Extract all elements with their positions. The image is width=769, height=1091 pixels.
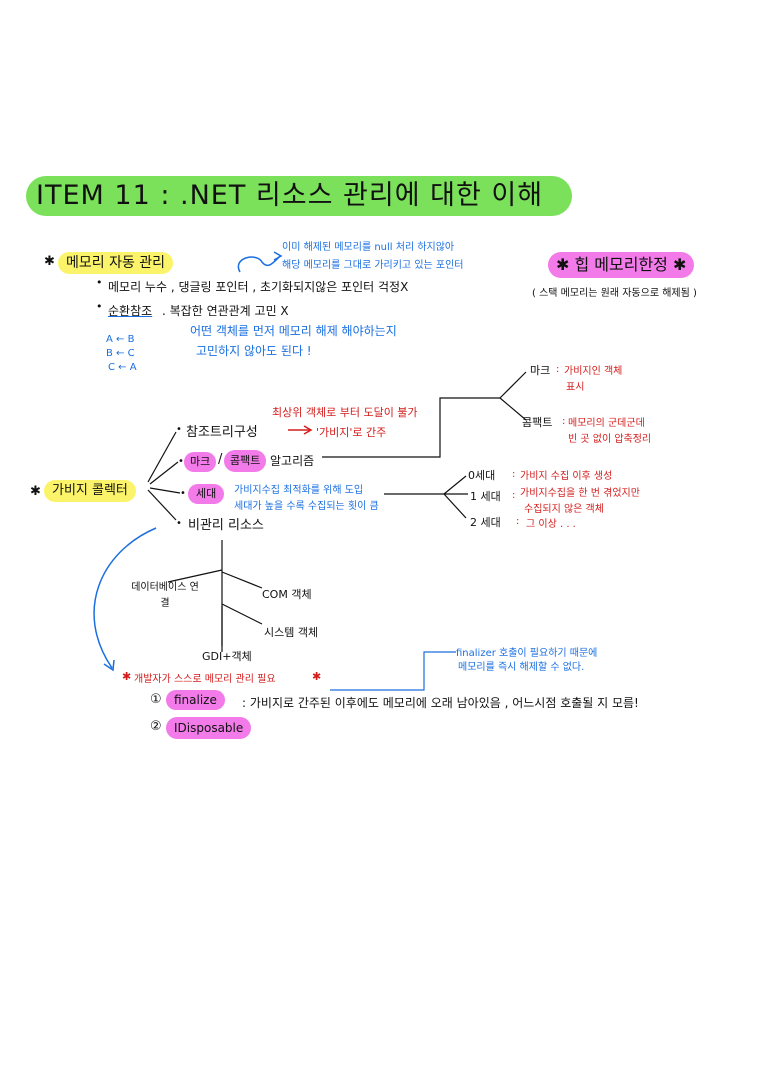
cycle-note-line2: 고민하지 않아도 된다 ! bbox=[196, 344, 312, 358]
compact-colon: : bbox=[562, 416, 566, 427]
generation-split bbox=[443, 475, 468, 519]
compact-label: 콤팩트 bbox=[522, 416, 553, 429]
compact-tag: 콤팩트 bbox=[224, 450, 267, 472]
null-note-line2: 해당 메모리를 그대로 가리키고 있는 포인터 bbox=[282, 260, 464, 271]
mark-desc-line1: 가비지인 객체 bbox=[564, 366, 623, 377]
mark-tag: 마크 bbox=[184, 452, 217, 472]
gen1-label: 1 세대 bbox=[470, 490, 501, 503]
null-note-line1: 이미 해제된 메모리를 null 처리 하지않아 bbox=[282, 242, 455, 253]
memory-auto-heading: 메모리 자동 관리 bbox=[58, 252, 174, 274]
item2-number: ② bbox=[150, 719, 162, 734]
ref-tree-note: 최상위 객체로 부터 도달이 불가 bbox=[272, 406, 418, 419]
gen2-label: 2 세대 bbox=[470, 516, 501, 529]
star-icon: ✱ bbox=[44, 254, 55, 269]
compact-desc-line2: 빈 곳 없이 압축정리 bbox=[568, 434, 652, 445]
memory-bullet-2: . 복잡한 연관관계 고민 X bbox=[162, 304, 289, 318]
heap-heading-box: ✱ 힙 메모리한정 ✱ bbox=[548, 252, 695, 278]
star-icon: ✱ bbox=[673, 255, 687, 274]
bullet-dot: • bbox=[176, 518, 182, 529]
star-icon: ✱ bbox=[30, 484, 41, 499]
developer-curve-arrow bbox=[93, 527, 157, 669]
unmanaged-label: 비관리 리소스 bbox=[188, 518, 264, 533]
star-icon: ✱ bbox=[556, 255, 570, 274]
star-icon: ✱ bbox=[312, 670, 322, 683]
generation-tag: 세대 bbox=[188, 484, 225, 504]
gen0-colon: : bbox=[512, 469, 516, 480]
mark-compact-line bbox=[322, 397, 500, 458]
idisposable-tag: IDisposable bbox=[166, 717, 252, 739]
ref-tree-label: 참조트리구성 bbox=[186, 425, 258, 440]
developer-arrow-head bbox=[103, 659, 115, 672]
mark-compact-split bbox=[499, 371, 527, 421]
gc-label: 가비지 콜렉터 bbox=[44, 480, 136, 502]
mark-label: 마크 bbox=[530, 364, 551, 377]
bullet-dot: • bbox=[180, 488, 186, 499]
cycle-line-3: C ← A bbox=[108, 362, 137, 373]
ref-tree-arrow-head bbox=[303, 425, 313, 435]
gen2-colon: : bbox=[516, 516, 520, 527]
finalize-tag: finalize bbox=[166, 690, 225, 710]
curved-note-arrow-head bbox=[273, 251, 283, 261]
developer-heading: 개발자가 스스로 메모리 관리 필요 bbox=[134, 674, 276, 685]
heap-note: ( 스택 메모리는 원래 자동으로 해제됨 ) bbox=[532, 288, 697, 299]
gc-branch-line-3 bbox=[149, 487, 181, 494]
gen1-colon: : bbox=[512, 490, 516, 501]
gen1-desc-line2: 수집되지 않은 객체 bbox=[524, 504, 604, 515]
gen1-desc-line1: 가비지수집을 한 번 겪었지만 bbox=[520, 488, 640, 499]
gc-branch-line-4 bbox=[147, 489, 177, 521]
compact-desc-line1: 메모리의 군데군데 bbox=[568, 418, 645, 429]
bullet-dot: • bbox=[176, 424, 182, 435]
memory-bullet-1: 메모리 누수 , 댕글링 포인터 , 초기화되지않은 포인터 걱정X bbox=[108, 280, 409, 294]
finalize-desc: : 가비지로 간주된 이후에도 메모리에 오래 남아있음 , 어느시점 호출될 … bbox=[242, 696, 639, 710]
bullet-dot: • bbox=[96, 300, 103, 313]
cycle-line-2: B ← C bbox=[106, 348, 135, 359]
curved-note-arrow bbox=[237, 255, 281, 273]
item1-number: ① bbox=[150, 692, 162, 707]
mark-colon: : bbox=[556, 364, 560, 375]
heap-heading: 힙 메모리한정 bbox=[574, 255, 668, 274]
cycle-ref-label: 순환참조 bbox=[108, 304, 153, 318]
bullet-dot: • bbox=[96, 276, 103, 289]
gen0-label: 0세대 bbox=[468, 469, 496, 482]
unmanaged-system-object: 시스템 객체 bbox=[264, 626, 319, 639]
finalize-note-line1: finalizer 호출이 필요하기 때문에 bbox=[456, 648, 598, 659]
generation-note-line1: 가비지수집 최적화를 위해 도입 bbox=[234, 485, 364, 496]
gen2-desc: 그 이상 . . . bbox=[526, 519, 576, 530]
finalize-note-line bbox=[330, 651, 456, 691]
ref-tree-result: '가비지'로 간주 bbox=[316, 426, 387, 439]
unmanaged-com-object: COM 객체 bbox=[262, 588, 312, 601]
bullet-dot: • bbox=[178, 456, 184, 467]
gc-branch-line-1 bbox=[147, 431, 177, 483]
finalize-note-line2: 메모리를 즉시 해제할 수 없다. bbox=[458, 662, 585, 673]
mark-desc-line2: 표시 bbox=[566, 382, 585, 393]
star-icon: ✱ bbox=[122, 670, 132, 683]
mark-compact-sep: / bbox=[218, 452, 223, 467]
cycle-line-1: A ← B bbox=[106, 334, 135, 345]
unmanaged-gdi-object: GDI+객체 bbox=[202, 650, 252, 663]
gen0-desc: 가비지 수집 이후 생성 bbox=[520, 471, 613, 482]
unmanaged-branches bbox=[167, 569, 263, 646]
generation-note-line2: 세대가 높을 수록 수집되는 횟이 큼 bbox=[234, 501, 379, 512]
algorithm-label: 알고리즘 bbox=[270, 454, 315, 468]
cycle-note-line1: 어떤 객체를 먼저 메모리 해제 해야하는지 bbox=[190, 324, 397, 338]
gc-branch-line-2 bbox=[149, 461, 179, 485]
unmanaged-db-connection: 데이터베이스 연결 bbox=[131, 582, 199, 609]
page-title: ITEM 11 : .NET 리소스 관리에 대한 이해 bbox=[26, 176, 572, 216]
